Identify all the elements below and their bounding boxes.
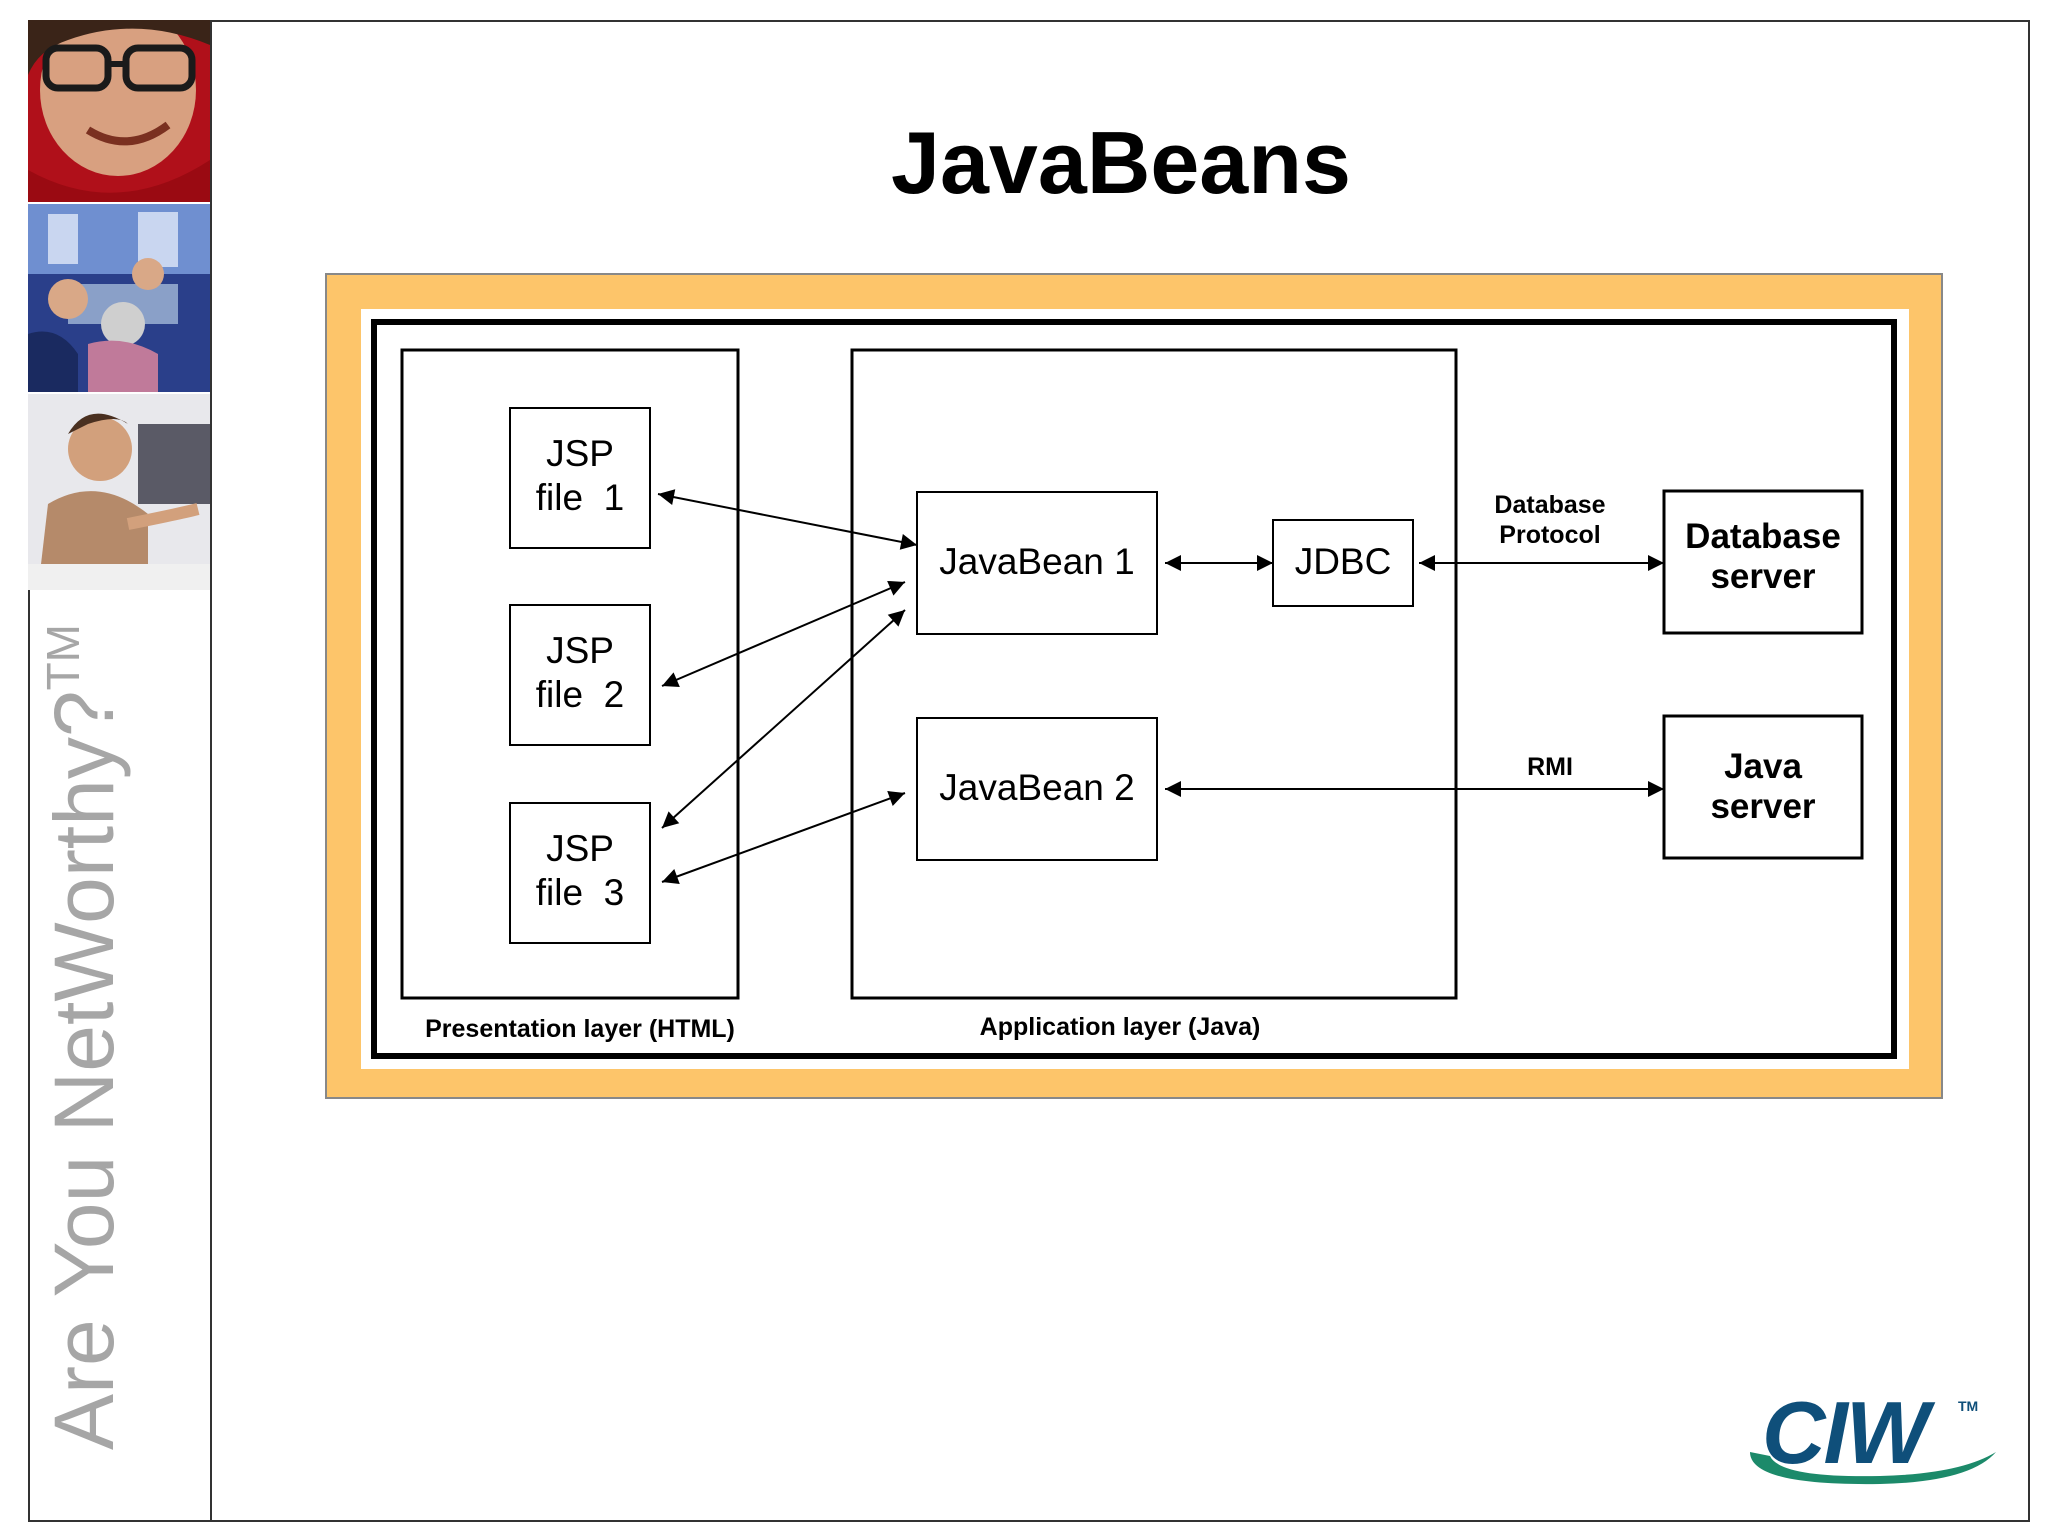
- javabean-1-box: [916, 491, 1158, 635]
- jsp-file-3-box: [509, 802, 651, 944]
- ciw-logo-swoosh: [1750, 1452, 1996, 1485]
- rmi-label: RMI: [1527, 753, 1573, 781]
- connector-jsp2-bean1: [661, 580, 906, 688]
- jsp-file-2-box: [509, 604, 651, 746]
- connector-jsp1-bean1: [657, 489, 918, 550]
- connector-jsp3-bean2: [661, 790, 906, 885]
- ciw-logo-trademark: TM: [1958, 1398, 1979, 1414]
- javabean-1-label: JavaBean 1: [939, 541, 1135, 582]
- java-server-box: [1662, 714, 1864, 860]
- ciw-logo: CIW: [1762, 1383, 1929, 1482]
- jsp-file-1-box: [509, 407, 651, 549]
- jdbc-label: JDBC: [1294, 541, 1392, 582]
- photo-woman-at-desk: [28, 392, 210, 590]
- presentation-layer-label: Presentation layer (HTML): [425, 1015, 735, 1043]
- outer-system-box: [371, 319, 1897, 1059]
- sidebar: [28, 20, 212, 1522]
- photo-smiling-man: [28, 20, 210, 202]
- photo-meeting: [28, 202, 210, 394]
- javabean-2-label: JavaBean 2: [939, 767, 1135, 808]
- page-title: JavaBeans: [891, 113, 1351, 212]
- connector-jsp3-bean1: [661, 609, 906, 829]
- javabean-2-box: [916, 717, 1158, 861]
- database-server-box: [1662, 489, 1864, 635]
- application-layer-label: Application layer (Java): [979, 1013, 1261, 1041]
- jdbc-box: [1272, 519, 1414, 607]
- application-layer-box: [850, 348, 1458, 1000]
